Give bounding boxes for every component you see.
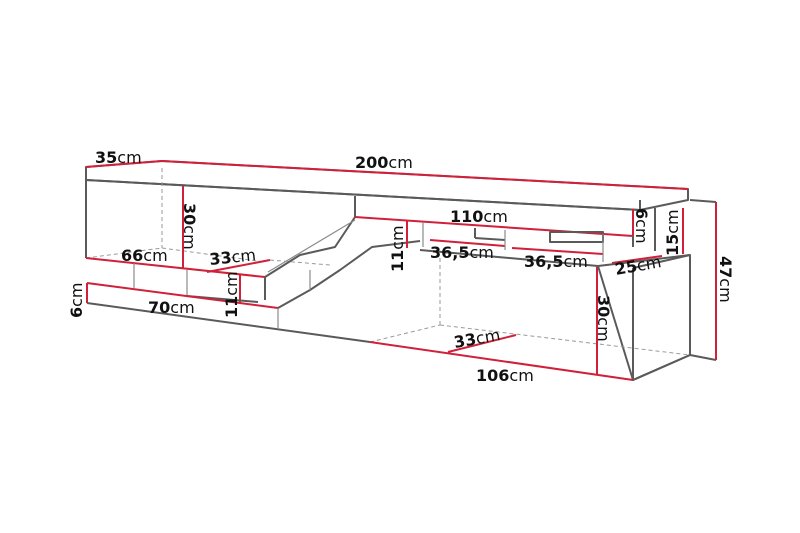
label-left-depth: 33cm	[208, 245, 256, 269]
stair-section	[264, 196, 421, 309]
right-cabinet	[369, 199, 717, 381]
label-right-width: 106cm	[476, 366, 534, 385]
plinth	[86, 282, 371, 343]
label-compartment-1: 36,5cm	[430, 243, 494, 262]
label-right-gap-height: 15cm	[663, 209, 682, 256]
label-plinth-width: 70cm	[148, 298, 195, 317]
label-shelf-width: 110cm	[450, 207, 508, 226]
label-mid-step-height: 11cm	[388, 225, 407, 272]
label-right-height: 30cm	[594, 295, 613, 342]
depth-dimension-line	[85, 160, 163, 168]
label-right-inner-depth: 33cm	[452, 325, 501, 352]
label-shelf-height: 6cm	[632, 208, 651, 244]
label-left-width: 66cm	[121, 246, 168, 265]
label-right-depth: 25cm	[613, 252, 662, 279]
label-compartment-2: 36,5cm	[524, 252, 588, 271]
label-left-step-height: 11cm	[222, 271, 241, 318]
label-left-height: 30cm	[180, 203, 199, 250]
label-depth-top: 35cm	[95, 148, 142, 167]
width-dimension-line	[161, 160, 689, 190]
label-width-total: 200cm	[355, 153, 413, 172]
label-total-height: 47cm	[716, 256, 735, 303]
left-cabinet	[85, 168, 271, 303]
label-plinth-height: 6cm	[67, 282, 86, 318]
top-slab	[85, 160, 689, 211]
middle-shelf	[354, 208, 684, 264]
